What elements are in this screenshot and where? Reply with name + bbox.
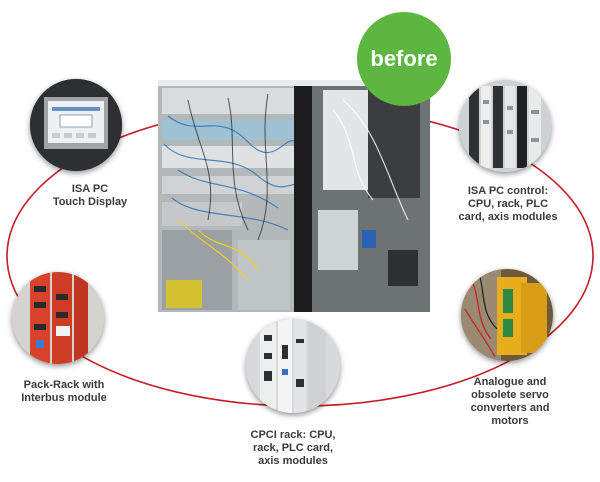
pack-rack-label: Pack-Rack with Interbus module — [21, 379, 107, 404]
isa-pc-touch-display-label: ISA PC Touch Display — [52, 183, 128, 208]
cpci-rack-image — [246, 319, 340, 413]
analogue-servo-image — [461, 269, 553, 361]
isa-pc-control-label: ISA PC control: CPU, rack, PLC card, axi… — [458, 185, 558, 223]
pack-rack-image — [12, 272, 104, 364]
cpci-rack-label: CPCI rack: CPU, rack, PLC card, axis mod… — [250, 429, 336, 467]
isa-pc-touch-display-image — [30, 79, 122, 171]
analogue-servo-label: Analogue and obsolete servo converters a… — [470, 376, 550, 427]
before-badge: before — [357, 12, 451, 106]
isa-pc-control-image — [459, 80, 551, 172]
control-cabinet-photo — [158, 80, 430, 312]
